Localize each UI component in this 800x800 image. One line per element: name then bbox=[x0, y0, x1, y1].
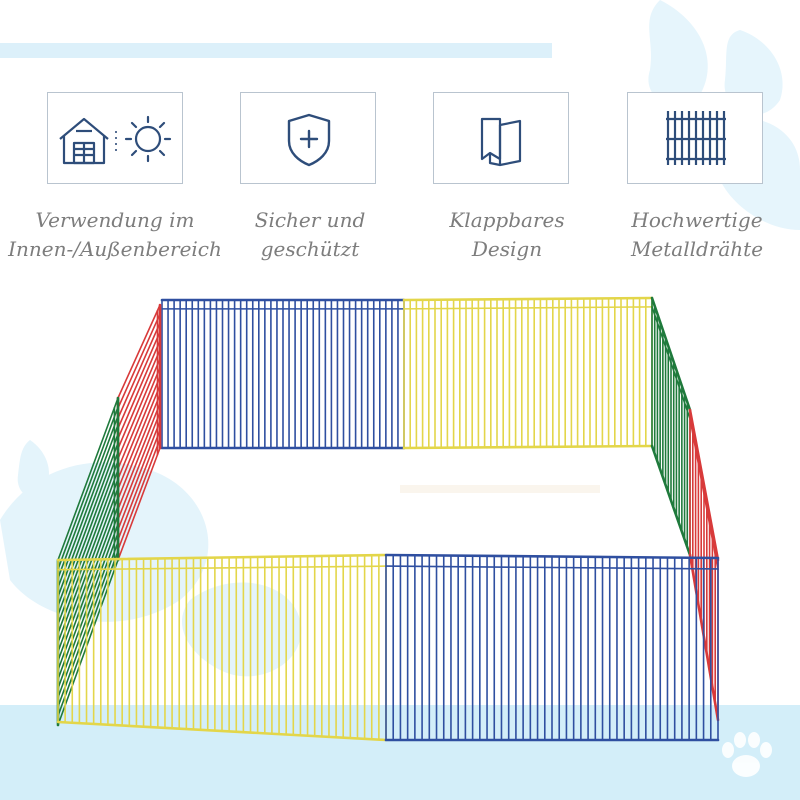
top-accent-bar bbox=[0, 43, 552, 58]
caption-line-2: geschützt bbox=[260, 237, 360, 261]
house-sun-icon bbox=[59, 115, 172, 165]
caption-line-1: Klappbares bbox=[449, 208, 565, 232]
caption-line-1: Verwendung im bbox=[35, 208, 195, 232]
caption-line-1: Sicher und bbox=[254, 208, 366, 232]
feature-card-foldable bbox=[433, 92, 569, 184]
paw-print-icon bbox=[722, 732, 772, 777]
front-right-panel bbox=[384, 553, 720, 742]
metal-grid-icon bbox=[666, 111, 726, 165]
feature-card-metal-wire bbox=[627, 92, 763, 184]
caption-foldable: Klappbares Design bbox=[392, 206, 622, 264]
feature-card-indoor-outdoor bbox=[47, 92, 183, 184]
caption-line-2: Design bbox=[471, 237, 543, 261]
caption-line-2: Metalldrähte bbox=[630, 237, 764, 261]
left-back-panel bbox=[116, 303, 162, 562]
floor-shadow bbox=[400, 485, 600, 493]
caption-metal-wire: Hochwertige Metalldrähte bbox=[582, 206, 800, 264]
caption-line-1: Hochwertige bbox=[631, 208, 763, 232]
shield-plus-icon bbox=[287, 113, 331, 167]
left-front-panel bbox=[56, 396, 120, 727]
caption-indoor-outdoor: Verwendung im Innen-/Außenbereich bbox=[0, 206, 230, 264]
playpen-illustration bbox=[56, 296, 720, 742]
caption-safe: Sicher und geschützt bbox=[195, 206, 425, 264]
caption-line-2: Innen-/Außenbereich bbox=[8, 237, 222, 261]
front-left-panel bbox=[56, 553, 388, 742]
feature-card-safe bbox=[240, 92, 376, 184]
back-right-panel bbox=[402, 296, 654, 450]
folding-panels-icon bbox=[480, 117, 522, 167]
back-left-panel bbox=[160, 298, 406, 450]
right-back-panel bbox=[650, 296, 692, 557]
